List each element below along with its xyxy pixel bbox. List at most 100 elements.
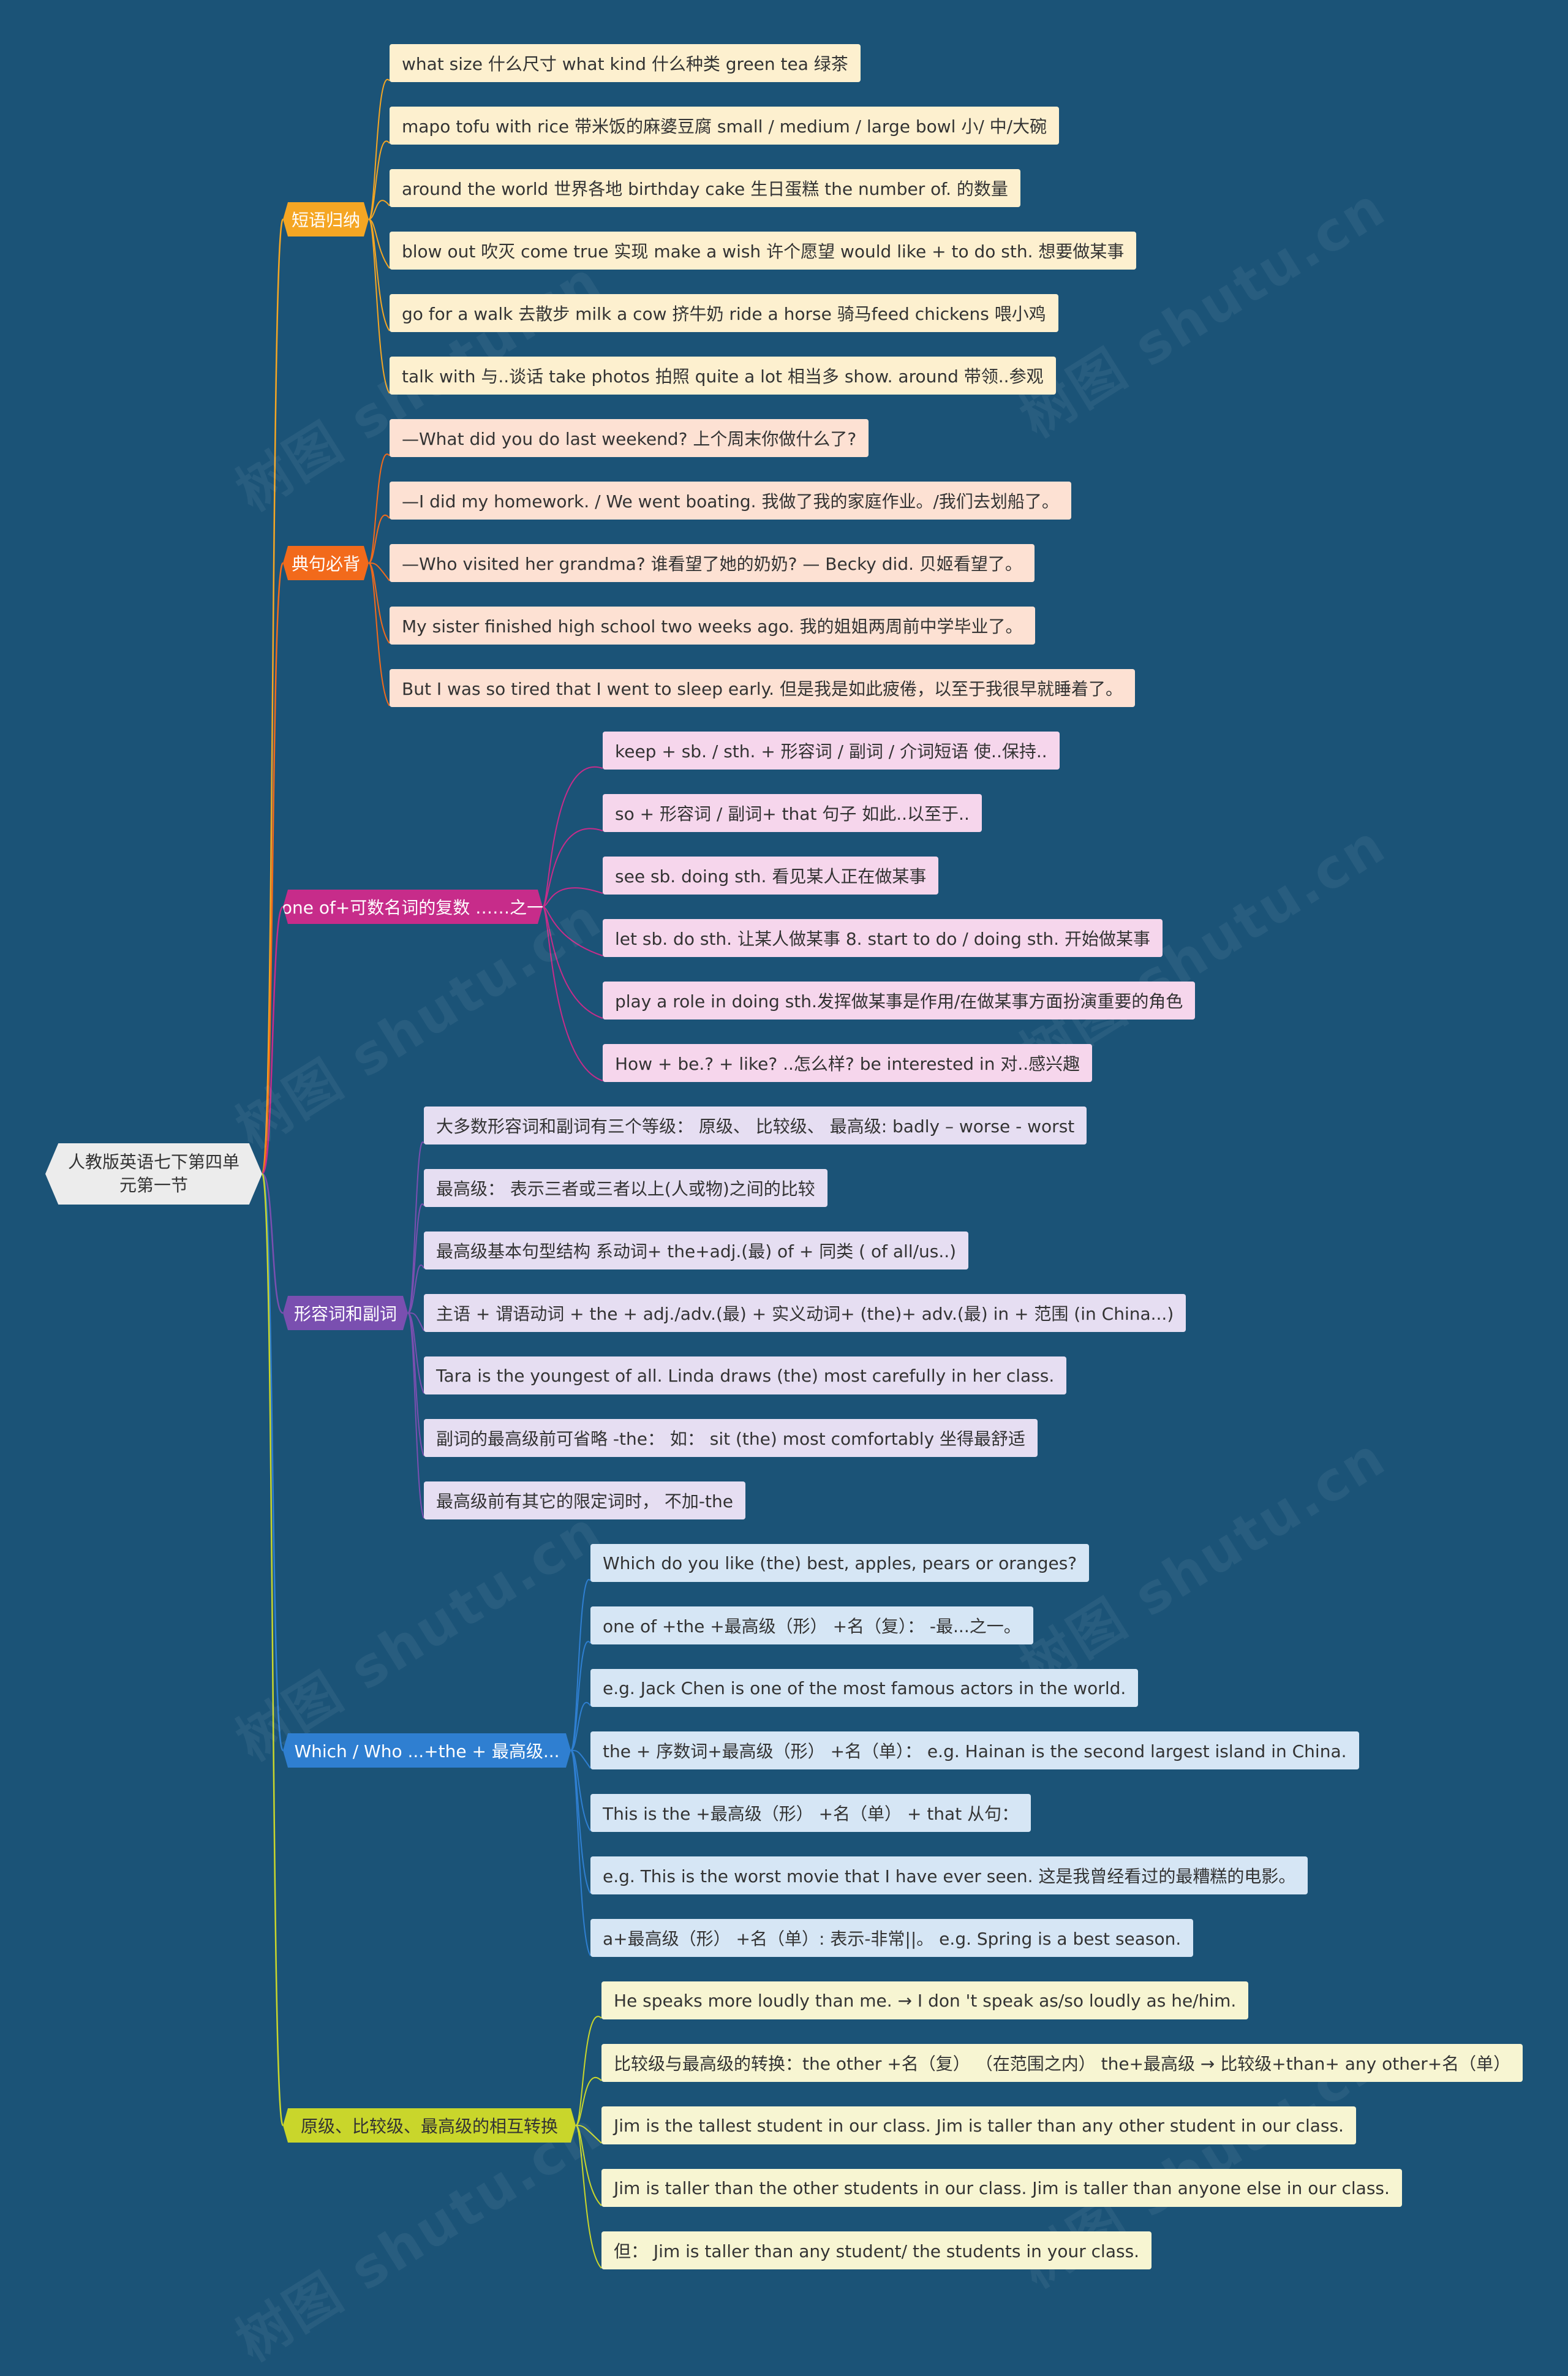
leaf-label: blow out 吹灭 come true 实现 make a wish 许个愿… xyxy=(402,241,1125,262)
branch-topic[interactable]: 形容词和副词 xyxy=(283,1296,408,1330)
branch-label: 原级、比较级、最高级的相互转换 xyxy=(300,2116,558,2136)
leaf-topic[interactable]: —What did you do last weekend? 上个周末你做什么了… xyxy=(390,419,869,457)
branch-label: 短语归纳 xyxy=(292,210,361,230)
root-topic[interactable]: 人教版英语七下第四单元第一节 xyxy=(45,1143,262,1205)
leaf-label: 但： Jim is taller than any student/ the s… xyxy=(614,2241,1140,2261)
leaf-topic[interactable]: mapo tofu with rice 带米饭的麻婆豆腐 small / med… xyxy=(390,107,1060,145)
branch-leaf-connector xyxy=(542,828,603,907)
leaf-label: My sister finished high school two weeks… xyxy=(402,616,1023,637)
branch-leaf-connector xyxy=(575,2125,602,2144)
branch-leaf-connector xyxy=(575,2125,602,2269)
branch-leaf-connector xyxy=(368,562,390,706)
branch-leaf-connector xyxy=(407,1203,424,1314)
branch-leaf-connector xyxy=(368,562,390,581)
branch-leaf-connector xyxy=(368,219,390,394)
leaf-label: play a role in doing sth.发挥做某事是作用/在做某事方面… xyxy=(615,991,1183,1012)
branch-leaf-connector xyxy=(368,515,390,564)
leaf-topic[interactable]: This is the +最高级（形） +名（单） + that 从句： xyxy=(590,1794,1031,1832)
leaf-label: around the world 世界各地 birthday cake 生日蛋糕… xyxy=(402,179,1008,199)
leaf-label: keep + sb. / sth. + 形容词 / 副词 / 介词短语 使..保… xyxy=(615,741,1047,762)
leaf-topic[interactable]: 大多数形容词和副词有三个等级： 原级、 比较级、 最高级: badly – wo… xyxy=(424,1107,1087,1144)
branch-leaf-connector xyxy=(542,887,603,907)
branch-label: Which / Who ...+the + 最高级... xyxy=(294,1741,560,1761)
branch-leaf-connector xyxy=(570,1641,591,1751)
branch-leaf-connector xyxy=(575,2125,602,2206)
branch-topic[interactable]: Which / Who ...+the + 最高级... xyxy=(283,1733,571,1768)
branch-topic[interactable]: one of+可数名词的复数 ……之一 xyxy=(283,890,543,924)
leaf-topic[interactable]: 主语 + 谓语动词 + the + adj./adv.(最) + 实义动词+ (… xyxy=(424,1294,1186,1332)
branch-leaf-connector xyxy=(368,140,390,220)
leaf-label: He speaks more loudly than me. → I don '… xyxy=(614,1990,1237,2011)
leaf-label: what size 什么尺寸 what kind 什么种类 green tea … xyxy=(402,54,848,74)
branch-topic[interactable]: 短语归纳 xyxy=(283,202,369,236)
leaf-topic[interactable]: —I did my homework. / We went boating. 我… xyxy=(390,482,1071,520)
root-branch-connector xyxy=(261,906,284,1175)
leaf-topic[interactable]: 最高级基本句型结构 系动词+ the+adj.(最) of + 同类 ( of … xyxy=(424,1232,969,1269)
leaf-label: But I was so tired that I went to sleep … xyxy=(402,679,1123,699)
branch-leaf-connector xyxy=(570,1750,591,1956)
branch-leaf-connector xyxy=(570,1750,591,1769)
leaf-topic[interactable]: what size 什么尺寸 what kind 什么种类 green tea … xyxy=(390,44,861,82)
branch-leaf-connector xyxy=(407,1312,424,1519)
root-branch-connector xyxy=(261,218,284,1175)
leaf-label: 比较级与最高级的转换：the other +名（复） （在范围之内） the+最… xyxy=(614,2054,1511,2074)
leaf-label: 副词的最高级前可省略 -the： 如： sit (the) most comfo… xyxy=(436,1429,1026,1449)
leaf-topic[interactable]: He speaks more loudly than me. → I don '… xyxy=(601,1981,1249,2019)
leaf-topic[interactable]: let sb. do sth. 让某人做某事 8. start to do / … xyxy=(603,919,1163,957)
leaf-topic[interactable]: 但： Jim is taller than any student/ the s… xyxy=(601,2231,1152,2269)
leaf-topic[interactable]: around the world 世界各地 birthday cake 生日蛋糕… xyxy=(390,169,1020,207)
leaf-label: —Who visited her grandma? 谁看望了她的奶奶? — Be… xyxy=(402,554,1022,574)
leaf-label: Tara is the youngest of all. Linda draws… xyxy=(436,1365,1055,1386)
branch-topic[interactable]: 典句必背 xyxy=(283,546,369,580)
leaf-topic[interactable]: so + 形容词 / 副词+ that 句子 如此..以至于.. xyxy=(603,794,982,832)
leaf-label: 大多数形容词和副词有三个等级： 原级、 比较级、 最高级: badly – wo… xyxy=(436,1116,1075,1137)
branch-topic[interactable]: 原级、比较级、最高级的相互转换 xyxy=(283,2108,576,2143)
leaf-topic[interactable]: e.g. Jack Chen is one of the most famous… xyxy=(590,1669,1139,1707)
branch-label: 形容词和副词 xyxy=(294,1304,398,1324)
leaf-topic[interactable]: e.g. This is the worst movie that I have… xyxy=(590,1856,1308,1894)
leaf-topic[interactable]: Jim is taller than the other students in… xyxy=(601,2169,1402,2207)
branch-leaf-connector xyxy=(368,219,390,269)
leaf-topic[interactable]: play a role in doing sth.发挥做某事是作用/在做某事方面… xyxy=(603,982,1196,1020)
leaf-topic[interactable]: Jim is the tallest student in our class.… xyxy=(601,2106,1356,2144)
leaf-label: How + be.? + like? ..怎么样? be interested … xyxy=(615,1054,1080,1074)
leaf-topic[interactable]: a+最高级（形） +名（单）: 表示-非常||。 e.g. Spring is … xyxy=(590,1919,1194,1957)
leaf-topic[interactable]: But I was so tired that I went to sleep … xyxy=(390,669,1135,707)
leaf-label: e.g. This is the worst movie that I have… xyxy=(603,1866,1296,1886)
leaf-topic[interactable]: 比较级与最高级的转换：the other +名（复） （在范围之内） the+最… xyxy=(601,2044,1523,2082)
branch-leaf-connector xyxy=(570,1579,591,1751)
leaf-topic[interactable]: blow out 吹灭 come true 实现 make a wish 许个愿… xyxy=(390,232,1137,270)
branch-label: 典句必背 xyxy=(292,554,361,574)
leaf-label: 最高级前有其它的限定词时， 不加-the xyxy=(436,1491,733,1511)
leaf-topic[interactable]: one of +the +最高级（形） +名（复）： -最...之一。 xyxy=(590,1606,1033,1644)
leaf-label: Which do you like (the) best, apples, pe… xyxy=(603,1553,1077,1573)
leaf-topic[interactable]: keep + sb. / sth. + 形容词 / 副词 / 介词短语 使..保… xyxy=(603,732,1060,770)
leaf-topic[interactable]: Which do you like (the) best, apples, pe… xyxy=(590,1544,1090,1582)
leaf-topic[interactable]: How + be.? + like? ..怎么样? be interested … xyxy=(603,1044,1093,1082)
leaf-topic[interactable]: 最高级前有其它的限定词时， 不加-the xyxy=(424,1481,745,1519)
branch-leaf-connector xyxy=(368,562,390,644)
leaf-topic[interactable]: the + 序数词+最高级（形） +名（单）： e.g. Hainan is t… xyxy=(590,1731,1359,1769)
branch-leaf-connector xyxy=(542,766,603,907)
leaf-topic[interactable]: Tara is the youngest of all. Linda draws… xyxy=(424,1356,1067,1394)
leaf-topic[interactable]: 最高级： 表示三者或三者以上(人或物)之间的比较 xyxy=(424,1169,827,1207)
leaf-topic[interactable]: see sb. doing sth. 看见某人正在做某事 xyxy=(603,857,939,895)
leaf-topic[interactable]: —Who visited her grandma? 谁看望了她的奶奶? — Be… xyxy=(390,544,1035,582)
branch-leaf-connector xyxy=(542,906,603,1081)
root-branch-connector xyxy=(261,1173,284,2127)
leaf-label: a+最高级（形） +名（单）: 表示-非常||。 e.g. Spring is … xyxy=(603,1929,1182,1949)
branch-label: one of+可数名词的复数 ……之一 xyxy=(281,898,545,918)
leaf-topic[interactable]: go for a walk 去散步 milk a cow 挤牛奶 ride a … xyxy=(390,294,1058,332)
branch-leaf-connector xyxy=(407,1265,424,1314)
leaf-topic[interactable]: 副词的最高级前可省略 -the： 如： sit (the) most comfo… xyxy=(424,1419,1038,1457)
branch-leaf-connector xyxy=(368,453,390,564)
leaf-label: talk with 与..谈话 take photos 拍照 quite a l… xyxy=(402,366,1044,387)
connector-lines xyxy=(261,78,603,2269)
branch-leaf-connector xyxy=(368,78,390,220)
leaf-label: 最高级： 表示三者或三者以上(人或物)之间的比较 xyxy=(436,1179,815,1199)
leaf-topic[interactable]: My sister finished high school two weeks… xyxy=(390,607,1035,645)
leaf-label: e.g. Jack Chen is one of the most famous… xyxy=(603,1678,1126,1698)
leaf-topic[interactable]: talk with 与..谈话 take photos 拍照 quite a l… xyxy=(390,357,1056,395)
leaf-label: one of +the +最高级（形） +名（复）： -最...之一。 xyxy=(603,1616,1021,1636)
